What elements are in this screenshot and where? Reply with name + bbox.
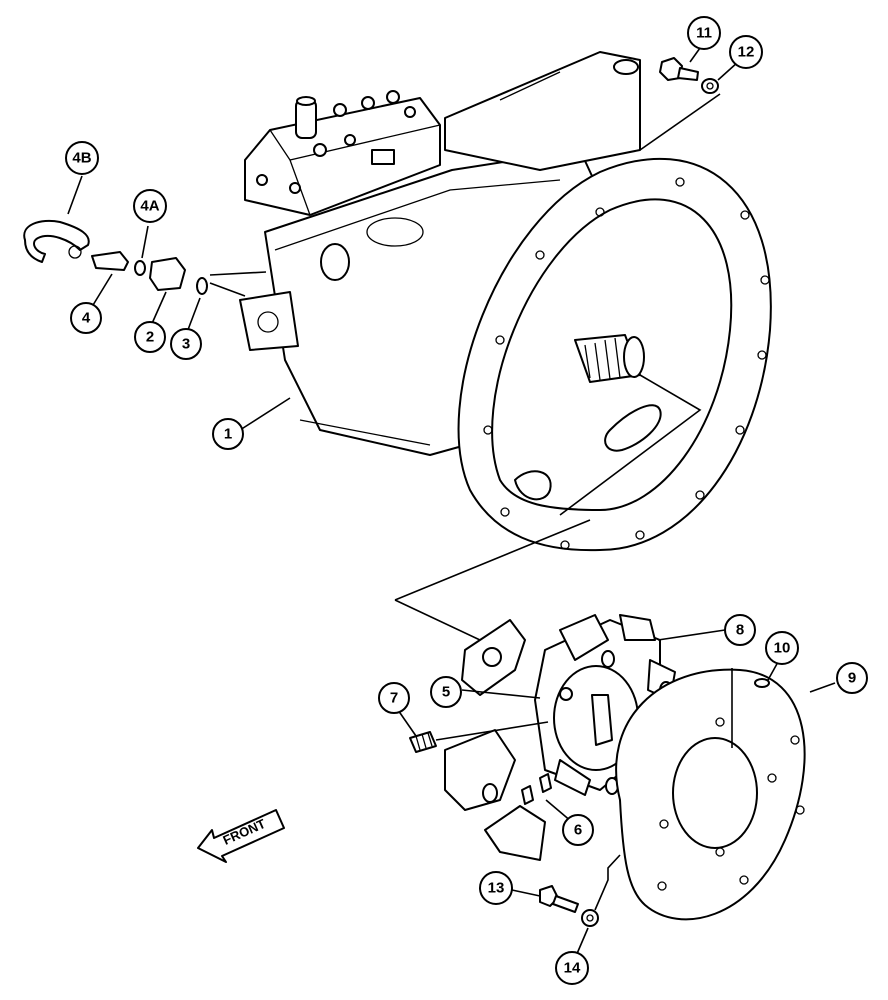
callout-10: 10 [765, 631, 799, 665]
callout-7-label: 7 [390, 690, 398, 707]
callout-10-label: 10 [774, 640, 791, 657]
callout-2: 2 [134, 321, 166, 353]
callout-12-label: 12 [738, 44, 755, 61]
callout-6-label: 6 [574, 822, 582, 839]
callout-6: 6 [562, 814, 594, 846]
bolt-and-washer-bottom [539, 885, 599, 927]
callout-4b-label: 4B [72, 150, 91, 167]
hydraulic-pump-assembly [239, 51, 772, 552]
callout-3: 3 [170, 328, 202, 360]
callout-13-label: 13 [488, 880, 505, 897]
callout-11-label: 11 [696, 25, 712, 42]
callout-7: 7 [378, 682, 410, 714]
callout-4-label: 4 [82, 310, 91, 327]
callout-4a: 4A [133, 189, 167, 223]
callout-1: 1 [212, 418, 244, 450]
callout-5-label: 5 [442, 684, 450, 701]
callout-5: 5 [430, 676, 462, 708]
assembly-reference-line-shaft [559, 374, 702, 516]
bolt-and-washer-top [639, 57, 721, 151]
callout-3-label: 3 [182, 336, 190, 353]
coupling-assembly [409, 614, 676, 861]
callout-4a-label: 4A [140, 198, 159, 215]
callout-9-label: 9 [848, 670, 856, 687]
assembly-reference-line [394, 519, 591, 641]
callout-4: 4 [70, 302, 102, 334]
front-direction-arrow: FRONT [197, 809, 285, 863]
callout-8: 8 [724, 614, 756, 646]
callout-13: 13 [479, 871, 513, 905]
fitting-assembly [23, 220, 267, 297]
callout-11: 11 [687, 16, 721, 50]
callout-2-label: 2 [146, 329, 154, 346]
callout-9: 9 [836, 662, 868, 694]
callout-12: 12 [729, 35, 763, 69]
callout-4b: 4B [65, 141, 99, 175]
flywheel-plate [594, 668, 806, 921]
callout-14: 14 [555, 951, 589, 985]
callout-1-label: 1 [224, 426, 232, 443]
callout-14-label: 14 [564, 960, 581, 977]
callout-8-label: 8 [736, 622, 744, 639]
